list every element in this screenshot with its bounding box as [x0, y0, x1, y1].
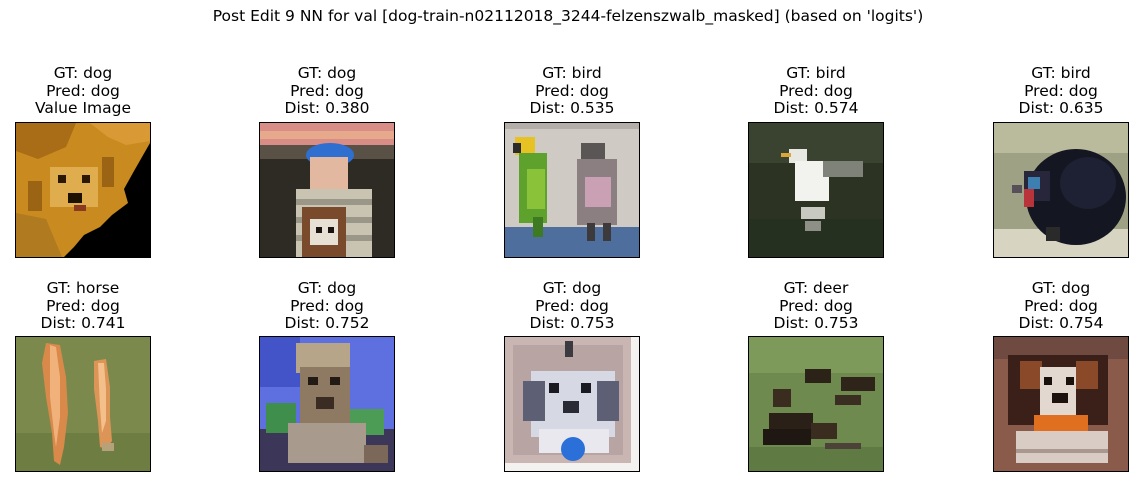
- dist-label: Dist: 0.752: [284, 314, 370, 333]
- dist-label: Dist: 0.635: [1018, 99, 1104, 118]
- thumbnail: [259, 336, 395, 472]
- pred-label: Pred: dog: [535, 296, 609, 315]
- figure-title: Post Edit 9 NN for val [dog-train-n02112…: [212, 7, 924, 25]
- dist-label: Value Image: [34, 99, 132, 118]
- gt-label: GT: bird: [1031, 64, 1091, 82]
- thumbnail: [748, 122, 884, 258]
- gt-label: GT: dog: [53, 64, 113, 82]
- thumbnail: [15, 122, 151, 258]
- pred-label: Pred: dog: [1024, 81, 1098, 100]
- dist-label: Dist: 0.535: [529, 99, 615, 118]
- black-turkey-image: [994, 123, 1128, 257]
- man-holding-puppy-image: [260, 123, 394, 257]
- animals-lying-on-grass-image: [749, 337, 883, 471]
- fluffy-puppy-blue-ball-image: [505, 337, 639, 471]
- white-gull-on-water-image: [749, 123, 883, 257]
- pred-label: Pred: dog: [290, 81, 364, 100]
- thumbnail: [748, 336, 884, 472]
- gt-label: GT: dog: [297, 279, 357, 297]
- gt-label: GT: bird: [542, 64, 602, 82]
- pred-label: Pred: dog: [46, 296, 120, 315]
- pred-label: Pred: dog: [779, 296, 853, 315]
- dog-blue-sky-image: [260, 337, 394, 471]
- pred-label: Pred: dog: [535, 81, 609, 100]
- dist-label: Dist: 0.754: [1018, 314, 1104, 333]
- puppy-chewing-orange-toy-image: [994, 337, 1128, 471]
- thumbnail: [993, 336, 1129, 472]
- gt-label: GT: dog: [542, 279, 602, 297]
- masked-pomeranian-image: [16, 123, 150, 257]
- pred-label: Pred: dog: [290, 296, 364, 315]
- gt-label: GT: dog: [297, 64, 357, 82]
- thumbnail: [15, 336, 151, 472]
- pred-label: Pred: dog: [779, 81, 853, 100]
- thumbnail: [993, 122, 1129, 258]
- pred-label: Pred: dog: [1024, 296, 1098, 315]
- thumbnail: [259, 122, 395, 258]
- two-carrot-shapes-image: [16, 337, 150, 471]
- thumbnail: [504, 336, 640, 472]
- dist-label: Dist: 0.380: [284, 99, 370, 118]
- pred-label: Pred: dog: [46, 81, 120, 100]
- dist-label: Dist: 0.753: [529, 314, 615, 333]
- dist-label: Dist: 0.741: [40, 314, 126, 333]
- thumbnail: [504, 122, 640, 258]
- gt-label: GT: dog: [1031, 279, 1091, 297]
- dist-label: Dist: 0.753: [773, 314, 859, 333]
- two-parrots-image: [505, 123, 639, 257]
- dist-label: Dist: 0.574: [773, 99, 859, 118]
- gt-label: GT: bird: [786, 64, 846, 82]
- gt-label: GT: deer: [783, 279, 849, 297]
- gt-label: GT: horse: [46, 279, 120, 297]
